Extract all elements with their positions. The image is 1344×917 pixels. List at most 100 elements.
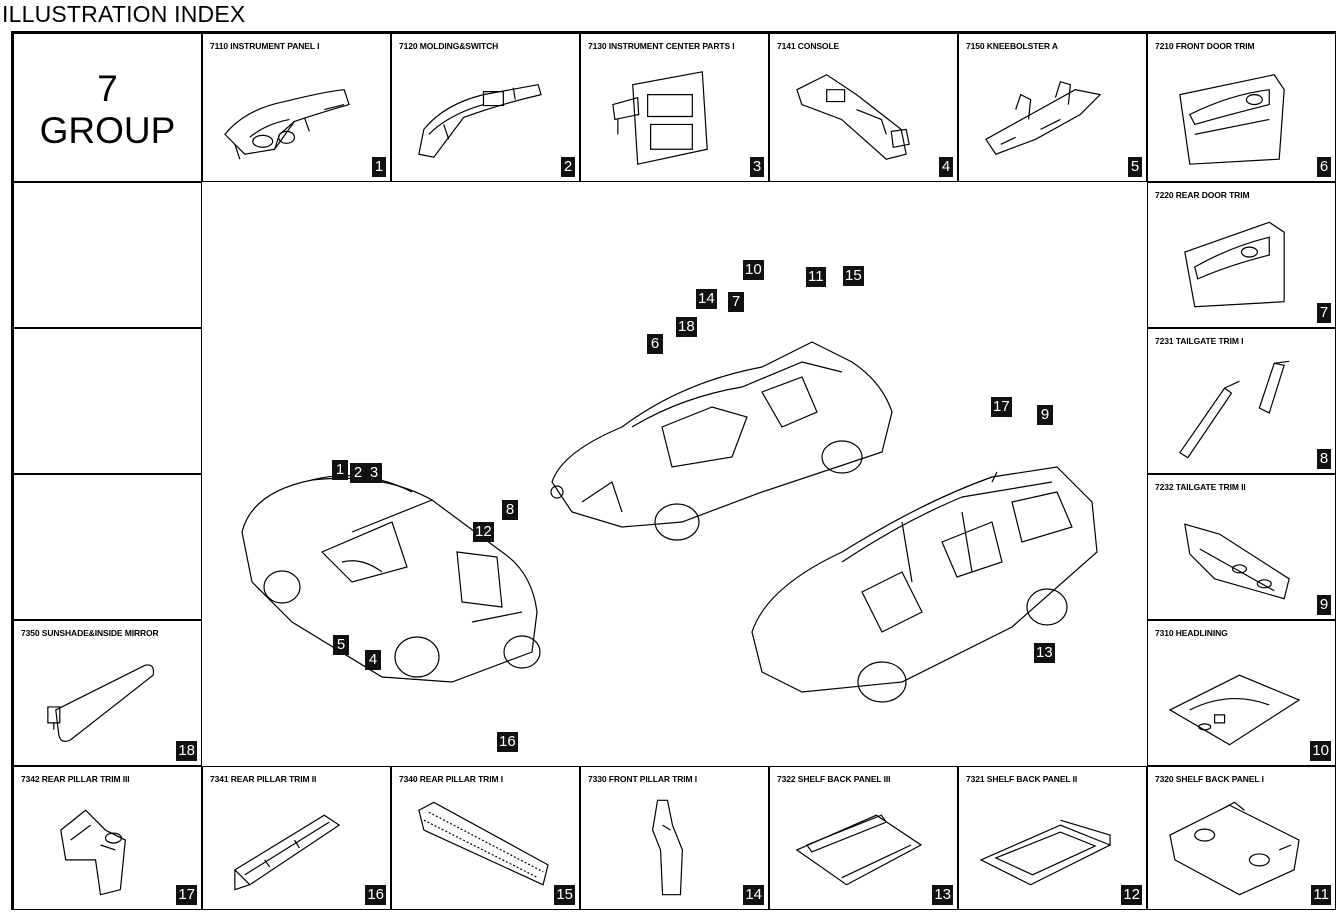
group-number: 7 [97, 68, 118, 109]
part-number-badge: 10 [1310, 741, 1331, 761]
callout-badge: 4 [365, 650, 381, 670]
part-label: 7340 REAR PILLAR TRIM I [399, 774, 503, 784]
part-number-badge: 17 [176, 885, 197, 905]
part-number-badge: 6 [1317, 157, 1331, 177]
part-cell-tailgate-trim-1[interactable]: 7231 TAILGATE TRIM I 8 [1147, 328, 1336, 474]
part-cell-rear-pillar-trim-1[interactable]: 7340 REAR PILLAR TRIM I 15 [391, 766, 580, 910]
illustration-index-frame: 7 GROUP 7110 INSTRUMENT PANEL I 1 7120 M… [11, 31, 1336, 910]
part-label: 7330 FRONT PILLAR TRIM I [588, 774, 698, 784]
part-label: 7141 CONSOLE [777, 41, 840, 51]
part-cell-console[interactable]: 7141 CONSOLE 4 [769, 33, 958, 182]
part-label: 7210 FRONT DOOR TRIM [1155, 41, 1255, 51]
part-cell-tailgate-trim-2[interactable]: 7232 TAILGATE TRIM II 9 [1147, 474, 1336, 620]
tailgate-trim-2-illustration [1160, 497, 1309, 611]
part-label: 7321 SHELF BACK PANEL II [966, 774, 1078, 784]
part-number-badge: 11 [1311, 885, 1331, 905]
rear-pillar-trim-3-illustration [26, 789, 175, 901]
front-pillar-trim-illustration [593, 789, 742, 901]
part-number-badge: 9 [1317, 595, 1331, 615]
vehicle-overview-illustration [202, 182, 1148, 768]
part-cell-front-pillar-trim[interactable]: 7330 FRONT PILLAR TRIM I 14 [580, 766, 769, 910]
shelf-back-panel-2-illustration [971, 789, 1120, 901]
part-label: 7130 INSTRUMENT CENTER PARTS I [588, 41, 735, 51]
part-label: 7342 REAR PILLAR TRIM III [21, 774, 130, 784]
part-cell-shelf-back-panel-3[interactable]: 7322 SHELF BACK PANEL III 13 [769, 766, 958, 910]
part-label: 7320 SHELF BACK PANEL I [1155, 774, 1264, 784]
part-number-badge: 15 [554, 885, 575, 905]
part-label: 7150 KNEEBOLSTER A [966, 41, 1058, 51]
part-cell-shelf-back-panel-2[interactable]: 7321 SHELF BACK PANEL II 12 [958, 766, 1147, 910]
callout-badge: 7 [728, 292, 744, 312]
callout-badge: 3 [366, 463, 382, 483]
part-number-badge: 2 [561, 157, 575, 177]
part-number-badge: 1 [372, 157, 386, 177]
part-cell-kneebolster[interactable]: 7150 KNEEBOLSTER A 5 [958, 33, 1147, 182]
part-number-badge: 7 [1317, 303, 1331, 323]
callout-badge: 13 [1034, 643, 1055, 663]
part-number-badge: 12 [1121, 885, 1142, 905]
part-number-badge: 5 [1128, 157, 1142, 177]
sunshade-mirror-illustration [26, 643, 175, 757]
part-cell-rear-pillar-trim-2[interactable]: 7341 REAR PILLAR TRIM II 16 [202, 766, 391, 910]
part-label: 7341 REAR PILLAR TRIM II [210, 774, 317, 784]
molding-switch-illustration [404, 56, 553, 173]
part-cell-shelf-back-panel-1[interactable]: 7320 SHELF BACK PANEL I 11 [1147, 766, 1336, 910]
callout-badge: 6 [647, 334, 663, 354]
empty-cell [13, 328, 202, 474]
kneebolster-illustration [971, 56, 1120, 173]
page-title: ILLUSTRATION INDEX [2, 1, 246, 27]
part-label: 7231 TAILGATE TRIM I [1155, 336, 1244, 346]
callout-badge: 16 [497, 732, 518, 752]
empty-cell [13, 182, 202, 328]
part-cell-front-door-trim[interactable]: 7210 FRONT DOOR TRIM 6 [1147, 33, 1336, 182]
tailgate-trim-1-illustration [1160, 351, 1309, 465]
part-label: 7350 SUNSHADE&INSIDE MIRROR [21, 628, 159, 638]
part-number-badge: 4 [939, 157, 953, 177]
part-number-badge: 13 [932, 885, 953, 905]
part-cell-rear-door-trim[interactable]: 7220 REAR DOOR TRIM 7 [1147, 182, 1336, 328]
callout-badge: 2 [350, 463, 366, 483]
part-number-badge: 14 [743, 885, 764, 905]
part-cell-instrument-panel[interactable]: 7110 INSTRUMENT PANEL I 1 [202, 33, 391, 182]
instrument-panel-illustration [215, 56, 364, 173]
rear-pillar-trim-2-illustration [215, 789, 364, 901]
part-number-badge: 8 [1317, 449, 1331, 469]
group-box: 7 GROUP [13, 33, 202, 182]
callout-badge: 15 [843, 266, 864, 286]
instrument-center-parts-illustration [593, 56, 742, 173]
part-cell-molding-switch[interactable]: 7120 MOLDING&SWITCH 2 [391, 33, 580, 182]
callout-badge: 12 [473, 522, 494, 542]
callout-badge: 18 [676, 317, 697, 337]
part-cell-sunshade-inside-mirror[interactable]: 7350 SUNSHADE&INSIDE MIRROR 18 [13, 620, 202, 766]
part-label: 7220 REAR DOOR TRIM [1155, 190, 1250, 200]
part-label: 7322 SHELF BACK PANEL III [777, 774, 891, 784]
part-label: 7120 MOLDING&SWITCH [399, 41, 499, 51]
part-number-badge: 18 [176, 741, 197, 761]
shelf-back-panel-1-illustration [1160, 789, 1309, 901]
shelf-back-panel-3-illustration [782, 789, 931, 901]
callout-badge: 10 [743, 260, 764, 280]
part-number-badge: 16 [365, 885, 386, 905]
callout-badge: 17 [991, 397, 1012, 417]
callout-badge: 11 [806, 267, 826, 287]
callout-badge: 1 [332, 460, 348, 480]
callout-badge: 5 [333, 635, 349, 655]
rear-pillar-trim-1-illustration [404, 789, 553, 901]
part-cell-headlining[interactable]: 7310 HEADLINING 10 [1147, 620, 1336, 766]
callout-badge: 14 [696, 289, 717, 309]
headlining-illustration [1160, 643, 1309, 757]
part-label: 7310 HEADLINING [1155, 628, 1228, 638]
part-number-badge: 3 [750, 157, 764, 177]
callout-badge: 9 [1037, 405, 1053, 425]
group-label: GROUP [39, 110, 176, 151]
vehicle-overview-area: 1 2 3 5 4 12 8 16 6 18 14 7 10 11 15 17 … [202, 182, 1148, 768]
console-illustration [782, 56, 931, 173]
part-label: 7110 INSTRUMENT PANEL I [210, 41, 320, 51]
callout-badge: 8 [502, 500, 518, 520]
part-cell-instrument-center-parts[interactable]: 7130 INSTRUMENT CENTER PARTS I 3 [580, 33, 769, 182]
front-door-trim-illustration [1160, 56, 1309, 173]
empty-cell [13, 474, 202, 620]
rear-door-trim-illustration [1160, 205, 1309, 319]
part-label: 7232 TAILGATE TRIM II [1155, 482, 1246, 492]
part-cell-rear-pillar-trim-3[interactable]: 7342 REAR PILLAR TRIM III 17 [13, 766, 202, 910]
